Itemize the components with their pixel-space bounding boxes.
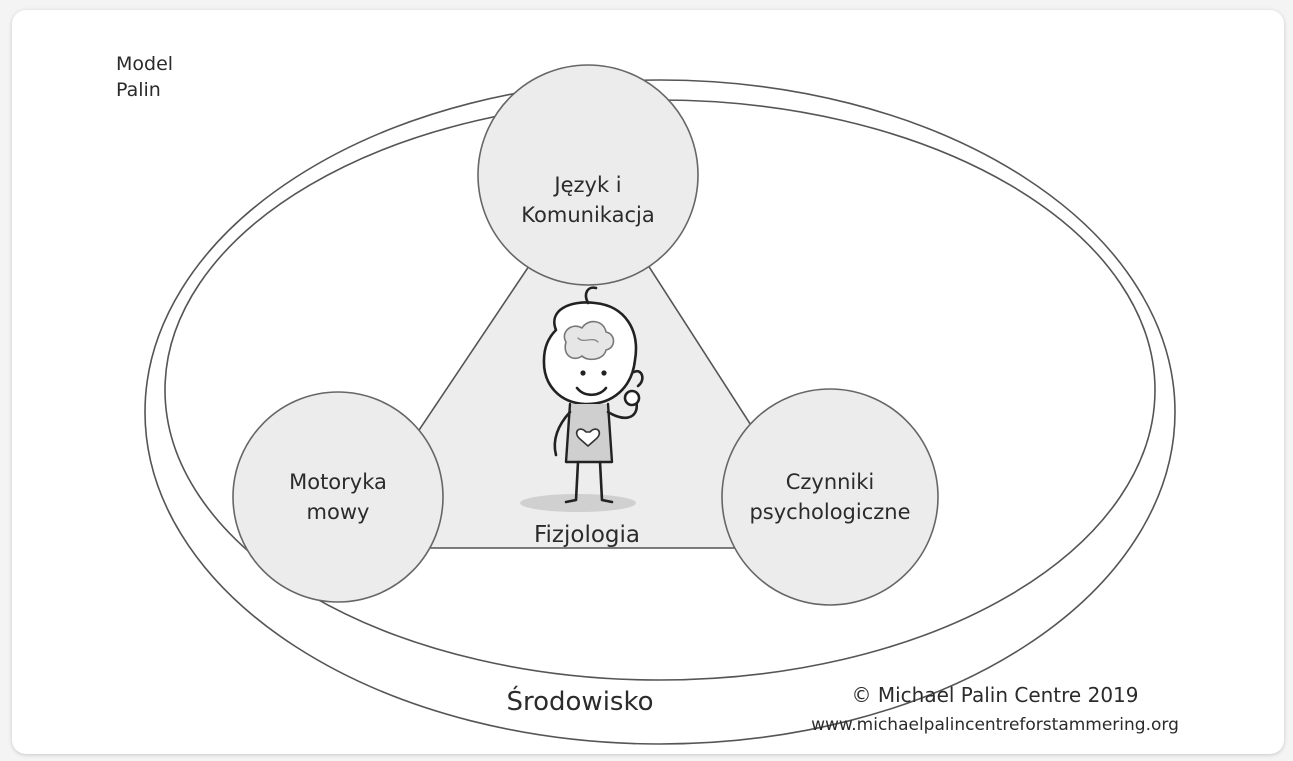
title-line-2: Palin bbox=[116, 79, 161, 101]
right-circle-label-line-2: psychologiczne bbox=[749, 500, 910, 524]
thinking-child-with-brain-icon bbox=[520, 286, 644, 512]
left-circle-label-line-1: Motoryka bbox=[289, 470, 387, 494]
center-label: Fizjologia bbox=[534, 522, 640, 548]
right-circle-label-line-1: Czynniki bbox=[786, 470, 875, 494]
top-circle-label-line-1: Język i bbox=[552, 173, 621, 197]
circle-speech-motor bbox=[232, 391, 444, 603]
circle-language-communication bbox=[477, 64, 699, 286]
copyright-text: © Michael Palin Centre 2019 bbox=[851, 683, 1138, 707]
circle-psychological-factors bbox=[721, 388, 939, 606]
top-circle-label-line-2: Komunikacja bbox=[521, 203, 654, 227]
website-text: www.michaelpalincentreforstammering.org bbox=[811, 715, 1179, 735]
title-line-1: Model bbox=[116, 53, 173, 75]
left-circle-label-line-2: mowy bbox=[307, 500, 370, 524]
outer-environment-ellipse bbox=[144, 79, 1176, 745]
environment-label: Środowisko bbox=[506, 685, 653, 717]
